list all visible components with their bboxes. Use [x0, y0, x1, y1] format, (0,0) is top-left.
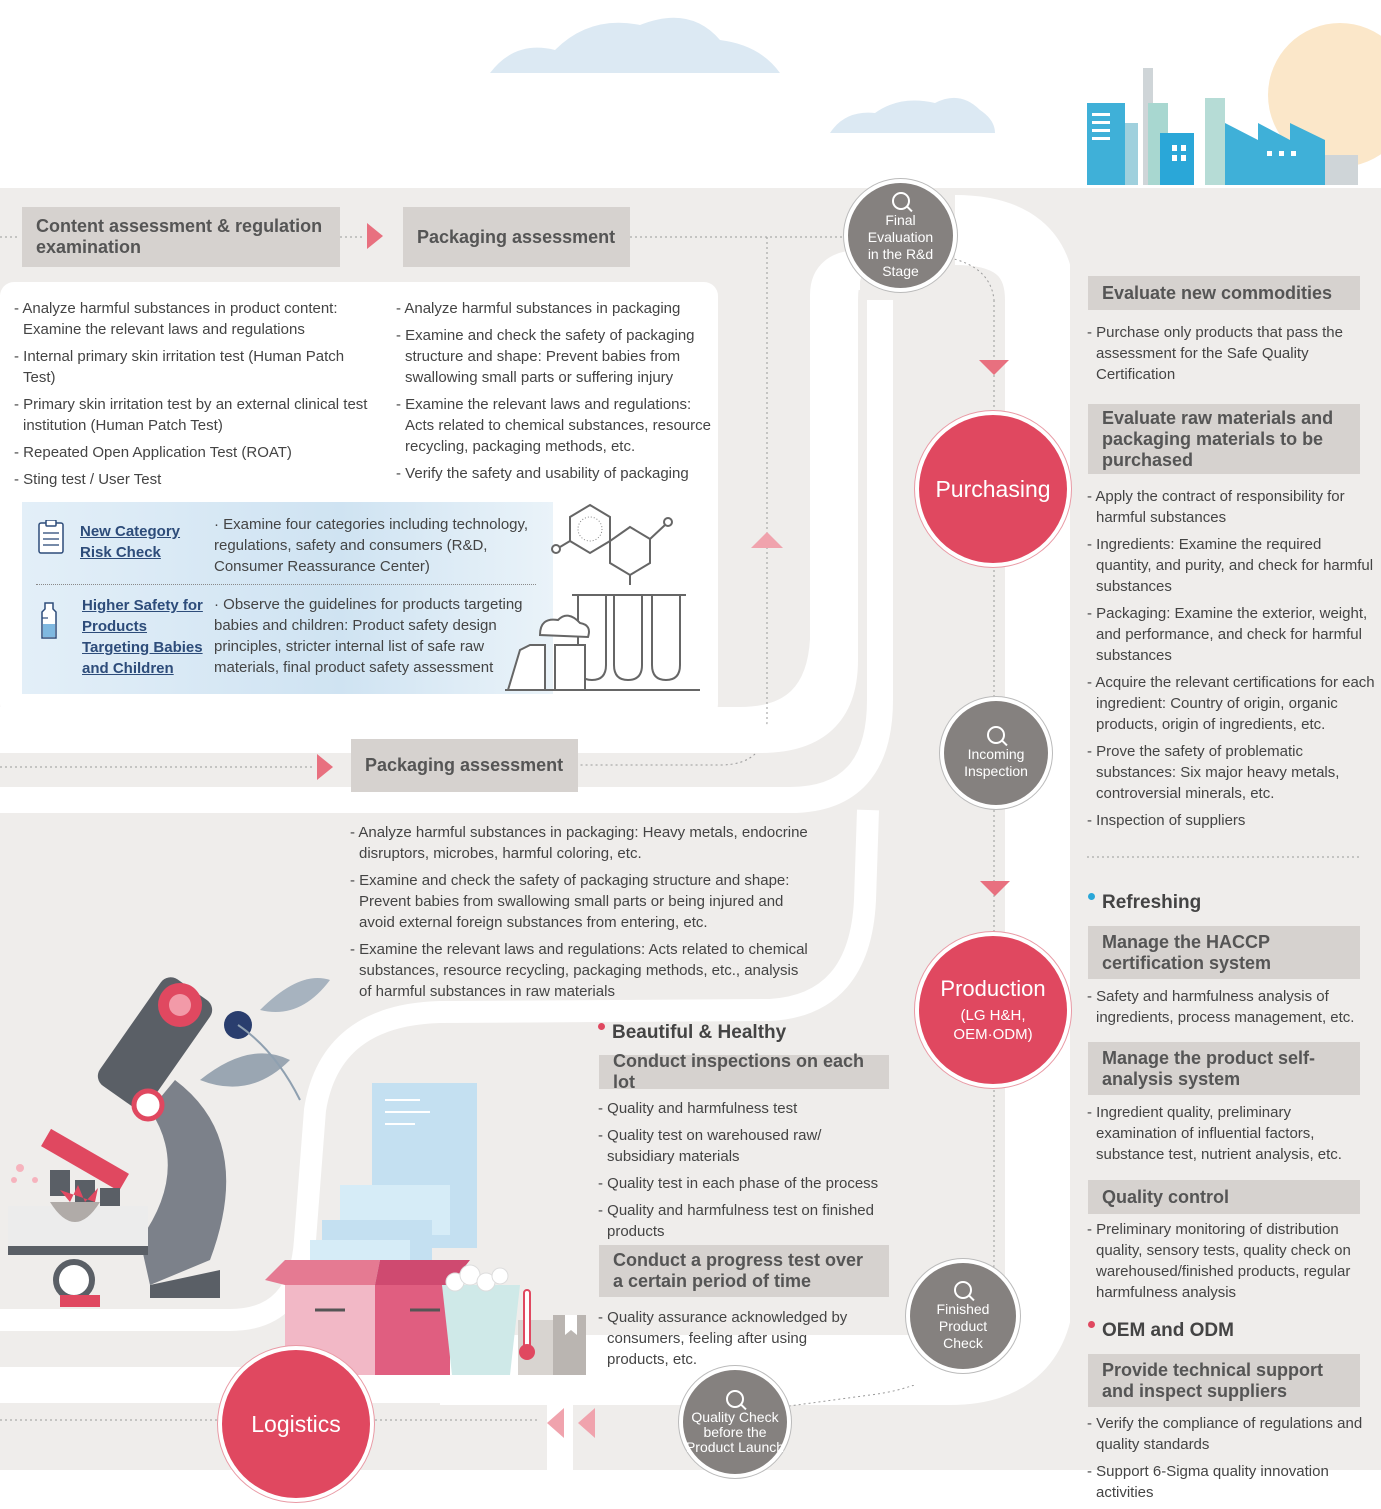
- list-item: Internal primary skin irritation test (H…: [14, 346, 374, 388]
- list-item: Examine the relevant laws and regulation…: [396, 394, 718, 457]
- quality-control-list: Preliminary monitoring of distribution q…: [1087, 1219, 1377, 1309]
- production-stage: Production (LG H&H, OEM·ODM): [919, 936, 1067, 1084]
- list-item: Preliminary monitoring of distribution q…: [1087, 1219, 1377, 1303]
- list-item: Primary skin irritation test by an exter…: [14, 394, 374, 436]
- magnifier-icon: [891, 191, 910, 210]
- arrow-down-icon: [980, 881, 1010, 896]
- inspections-header: Conduct inspections on each lot: [599, 1051, 889, 1092]
- list-item: Verify the compliance of regulations and…: [1087, 1413, 1367, 1455]
- magnifier-icon: [954, 1280, 972, 1299]
- final-evaluation-label: Final Evaluation in the R&d Stage: [867, 211, 934, 279]
- magnifier-icon: [987, 726, 1005, 744]
- arrow-left-icon: [547, 1408, 564, 1438]
- oem-odm-label: OEM and ODM: [1102, 1320, 1234, 1341]
- list-item: Quality assurance acknowledged by consum…: [598, 1307, 858, 1370]
- progress-test-list: Quality assurance acknowledged by consum…: [598, 1307, 858, 1376]
- bullet-dot-icon: [598, 1023, 605, 1030]
- special-check-box: New Category Risk Check · Examine four c…: [22, 502, 553, 694]
- microscope-illustration: [8, 977, 586, 1375]
- bullet-dot-icon: [1088, 1321, 1095, 1328]
- list-item: Analyze harmful substances in product co…: [14, 298, 374, 340]
- list-item: Examine and check the safety of packagin…: [396, 325, 718, 388]
- list-item: Verify the safety and usability of packa…: [396, 463, 718, 484]
- beautiful-healthy-label: Beautiful & Healthy: [612, 1022, 787, 1043]
- baby-bottle-icon: [41, 602, 57, 639]
- list-item: Inspection of suppliers: [1087, 810, 1375, 831]
- divider: [36, 584, 536, 585]
- quality-check-stage: Quality Check before the Product Launch: [683, 1370, 787, 1474]
- list-item: Prove the safety of problematic substanc…: [1087, 741, 1375, 804]
- list-item: Quality and harmfulness test on finished…: [598, 1200, 890, 1242]
- new-category-risk-check-text: · Examine four categories including tech…: [214, 516, 529, 575]
- production-sub-label: (LG H&H, OEM·ODM): [953, 1007, 1033, 1043]
- higher-safety-title: Higher Safety for Products Targeting Bab…: [82, 597, 203, 677]
- purchasing-label: Purchasing: [935, 475, 1051, 502]
- finished-product-check-stage: Finished Product Check: [910, 1263, 1016, 1369]
- checklist-icon: [38, 520, 64, 554]
- list-item: Quality test in each phase of the proces…: [598, 1173, 890, 1194]
- evaluate-raw-materials-header: Evaluate raw materials and packaging mat…: [1088, 404, 1360, 474]
- self-analysis-list: Ingredient quality, preliminary examinat…: [1087, 1102, 1357, 1171]
- list-item: Ingredients: Examine the required quanti…: [1087, 534, 1375, 597]
- incoming-inspection-label: Incoming Inspection: [964, 746, 1028, 779]
- list-item: Analyze harmful substances in packaging:…: [350, 822, 810, 864]
- arrow-right-icon: [317, 754, 333, 780]
- list-item: Examine the relevant laws and regulation…: [350, 939, 810, 1002]
- list-item: Packaging: Examine the exterior, weight,…: [1087, 603, 1375, 666]
- packaging-assessment-header-2: Packaging assessment: [351, 739, 578, 792]
- purchasing-stage: Purchasing: [919, 415, 1067, 563]
- oem-odm-title: OEM and ODM: [1088, 1320, 1234, 1342]
- list-item: Analyze harmful substances in packaging: [396, 298, 718, 319]
- evaluate-new-commodities-list: Purchase only products that pass the ass…: [1087, 322, 1367, 391]
- new-category-risk-check-title: New Category Risk Check: [80, 523, 181, 561]
- list-item: Ingredient quality, preliminary examinat…: [1087, 1102, 1357, 1165]
- logistics-label: Logistics: [251, 1410, 341, 1437]
- higher-safety-text: · Observe the guidelines for products ta…: [214, 596, 523, 676]
- finished-product-check-label: Finished Product Check: [936, 1300, 990, 1351]
- list-item: Safety and harmfulness analysis of ingre…: [1087, 986, 1375, 1028]
- progress-test-header: Conduct a progress test over a certain p…: [599, 1245, 889, 1297]
- bullet-dot-icon: [1088, 893, 1095, 900]
- packaging-assessment-list: Analyze harmful substances in packaging …: [396, 298, 718, 490]
- list-item: Quality and harmfulness test: [598, 1098, 890, 1119]
- list-item: Apply the contract of responsibility for…: [1087, 486, 1375, 528]
- list-item: Purchase only products that pass the ass…: [1087, 322, 1367, 385]
- arrow-left-icon: [578, 1408, 595, 1438]
- production-label: Production: [940, 976, 1046, 1001]
- content-assessment-header: Content assessment & regulation examinat…: [22, 207, 340, 267]
- list-item: Support 6-Sigma quality innovation activ…: [1087, 1461, 1367, 1503]
- logistics-stage: Logistics: [222, 1350, 370, 1498]
- list-item: Quality test on warehoused raw/ subsidia…: [598, 1125, 890, 1167]
- arrow-up-icon: [751, 532, 783, 548]
- arrow-right-icon: [367, 223, 383, 249]
- quality-check-label: Quality Check before the Product Launch: [685, 1408, 785, 1455]
- packaging-assessment-header: Packaging assessment: [403, 207, 630, 267]
- lab-illustration: [505, 503, 700, 691]
- technical-support-list: Verify the compliance of regulations and…: [1087, 1413, 1367, 1509]
- evaluate-new-commodities-header: Evaluate new commodities: [1088, 276, 1360, 310]
- quality-control-header: Quality control: [1088, 1180, 1360, 1214]
- list-item: Repeated Open Application Test (ROAT): [14, 442, 374, 463]
- refreshing-title: Refreshing: [1088, 892, 1201, 914]
- haccp-header: Manage the HACCP certification system: [1088, 926, 1360, 979]
- technical-support-header: Provide technical support and inspect su…: [1088, 1354, 1360, 1407]
- list-item: Acquire the relevant certifications for …: [1087, 672, 1375, 735]
- self-analysis-header: Manage the product self-analysis system: [1088, 1042, 1360, 1095]
- refreshing-label: Refreshing: [1102, 892, 1202, 913]
- arrow-down-icon: [979, 360, 1009, 375]
- content-assessment-list: Analyze harmful substances in product co…: [14, 298, 374, 496]
- haccp-list: Safety and harmfulness analysis of ingre…: [1087, 986, 1375, 1034]
- list-item: Examine and check the safety of packagin…: [350, 870, 810, 933]
- final-evaluation-stage: Final Evaluation in the R&d Stage: [848, 183, 953, 288]
- inspections-list: Quality and harmfulness test Quality tes…: [598, 1098, 890, 1248]
- incoming-inspection-stage: Incoming Inspection: [944, 701, 1048, 805]
- evaluate-raw-materials-list: Apply the contract of responsibility for…: [1087, 486, 1375, 837]
- packaging-assessment-list-2: Analyze harmful substances in packaging:…: [350, 822, 810, 1008]
- beautiful-healthy-title: Beautiful & Healthy: [598, 1022, 786, 1044]
- list-item: Sting test / User Test: [14, 469, 374, 490]
- magnifier-icon: [726, 1389, 744, 1408]
